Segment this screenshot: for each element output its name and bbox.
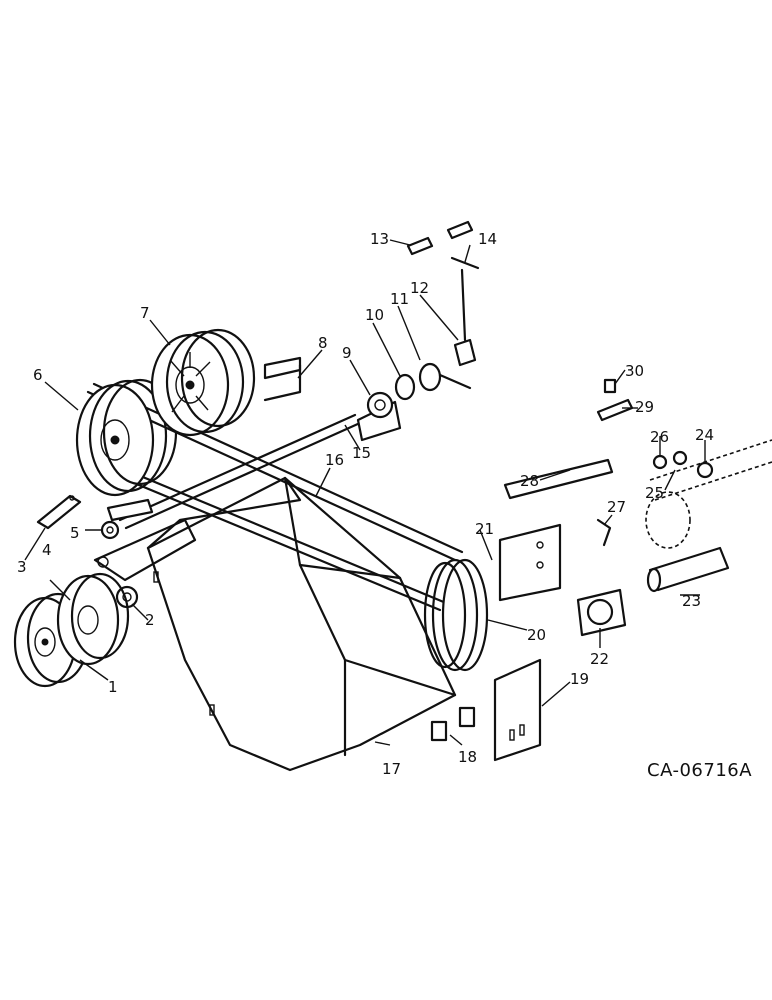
callout-26: 26 [650, 428, 669, 446]
pulley-20 [423, 558, 489, 672]
support-19 [493, 658, 542, 762]
drive-belt [86, 382, 464, 612]
callout-27: 27 [607, 498, 626, 516]
spacers-18 [430, 706, 476, 742]
pulley-7 [150, 328, 256, 437]
callout-14: 14 [478, 230, 497, 248]
drawing-reference-code: CA-06716A [647, 760, 752, 781]
callout-23: 23 [682, 592, 701, 610]
callout-11: 11 [390, 290, 409, 308]
rod-14 [450, 256, 480, 342]
callout-5: 5 [70, 524, 80, 542]
callout-21: 21 [475, 520, 494, 538]
callout-28: 28 [520, 472, 539, 490]
callout-3: 3 [17, 558, 27, 576]
bearing-22 [576, 588, 627, 637]
callout-10: 10 [365, 306, 384, 324]
callout-24: 24 [695, 426, 714, 444]
callout-16: 16 [325, 451, 344, 469]
callout-13: 13 [370, 230, 389, 248]
collar-10 [394, 373, 416, 401]
dashed-shaft-outline [645, 439, 772, 549]
collar-11 [418, 362, 472, 392]
callout-30: 30 [625, 362, 644, 380]
shield-28 [503, 458, 614, 500]
callout-9: 9 [342, 344, 352, 362]
callout-1: 1 [108, 678, 118, 696]
bracket-21 [498, 523, 562, 602]
callout-18: 18 [458, 748, 477, 766]
bearing-9 [356, 391, 402, 442]
callout-8: 8 [318, 334, 328, 352]
callout-labels: 1 2 3 4 5 6 7 8 9 10 11 12 13 14 15 16 1… [17, 230, 714, 778]
callout-15: 15 [352, 444, 371, 462]
callout-19: 19 [570, 670, 589, 688]
callout-7: 7 [140, 304, 150, 322]
callout-2: 2 [145, 611, 155, 629]
leader-lines [24, 239, 706, 746]
callout-22: 22 [590, 650, 609, 668]
callout-6: 6 [33, 366, 43, 384]
shaft-23 [646, 546, 730, 593]
bracket-3 [36, 494, 82, 530]
clevis-12 [453, 338, 477, 367]
shaft [118, 413, 362, 530]
pins-13 [406, 220, 474, 256]
callout-29: 29 [635, 398, 654, 416]
callout-25: 25 [645, 484, 664, 502]
bracket-5 [100, 498, 154, 540]
small-parts-24-30 [596, 378, 714, 547]
bracket-8 [263, 356, 302, 402]
belt-guard-housing [146, 476, 457, 772]
callout-4: 4 [42, 541, 52, 559]
callout-12: 12 [410, 279, 429, 297]
callout-20: 20 [527, 626, 546, 644]
pulley-4 [56, 572, 130, 666]
callout-17: 17 [382, 760, 401, 778]
